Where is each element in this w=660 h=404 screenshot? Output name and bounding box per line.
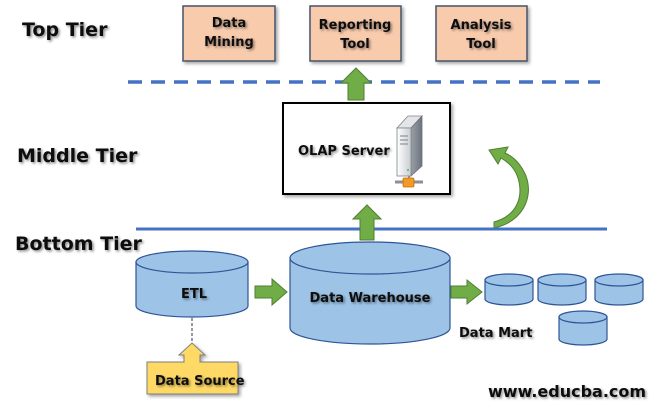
arrow-up-olap-to-reporting xyxy=(339,67,373,101)
tool-label: Tool xyxy=(340,37,369,52)
tool-label: Mining xyxy=(204,35,254,50)
server-icon xyxy=(395,114,423,188)
tool-box-reporting-tool: Reporting Tool xyxy=(309,5,402,62)
curved-arrow-icon xyxy=(488,146,529,229)
tool-label: Tool xyxy=(466,37,495,52)
olap-server-label: OLAP Server xyxy=(298,144,390,159)
tool-box-analysis-tool: Analysis Tool xyxy=(435,5,528,62)
data-mart-cylinder xyxy=(594,273,644,306)
olap-server-box: OLAP Server xyxy=(282,102,451,195)
etl-label: ETL xyxy=(181,287,207,302)
etl-cylinder: ETL xyxy=(135,250,249,318)
arrow-etl-to-warehouse xyxy=(254,277,288,307)
data-mart-cylinder xyxy=(558,310,608,346)
tool-label: Analysis xyxy=(451,18,512,33)
watermark: www.educba.com xyxy=(488,382,646,401)
data-mart-cylinder xyxy=(537,273,587,306)
tier-label-top: Top Tier xyxy=(22,19,108,41)
tool-label: Data xyxy=(212,16,247,31)
arrow-up-warehouse-to-olap xyxy=(351,204,383,241)
data-warehouse-cylinder: Data Warehouse xyxy=(289,241,451,345)
data-mart-cylinder xyxy=(484,273,534,306)
data-warehouse-label: Data Warehouse xyxy=(310,291,431,306)
tier-label-middle: Middle Tier xyxy=(17,145,138,167)
data-mart-label: Data Mart xyxy=(459,326,532,341)
data-source-box: Data Source xyxy=(146,342,245,395)
arrow-warehouse-to-datamart xyxy=(450,278,483,306)
tier-label-bottom: Bottom Tier xyxy=(15,233,143,255)
data-source-label: Data Source xyxy=(155,374,245,389)
tool-box-data-mining: Data Mining xyxy=(182,5,276,62)
tool-label: Reporting xyxy=(319,18,392,33)
